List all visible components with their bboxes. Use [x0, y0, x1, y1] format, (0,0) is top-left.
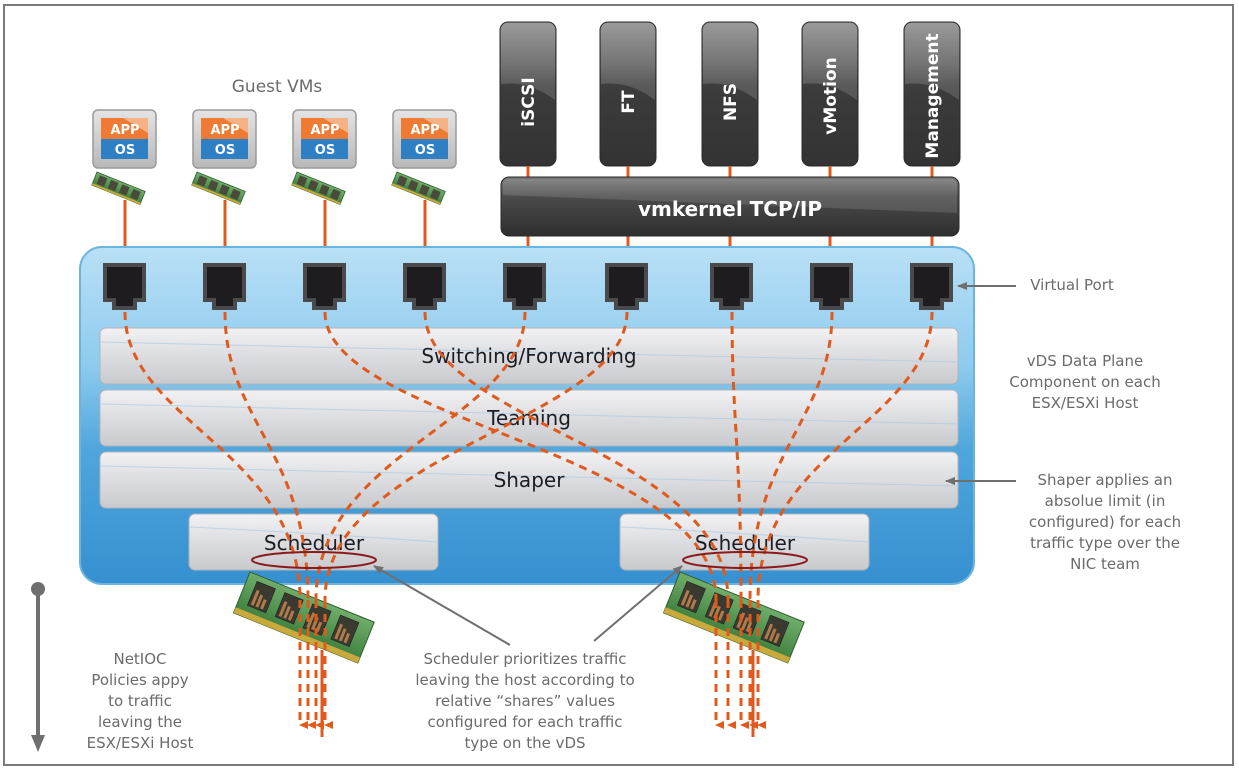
os-layer — [201, 139, 248, 159]
netioc-line: leaving the — [97, 713, 183, 731]
vm-os-label: OS — [215, 143, 235, 158]
service-label: Management — [923, 33, 943, 158]
vmkernel-service-vmotion: vMotion — [801, 21, 859, 167]
guest-vm: APP OS — [91, 109, 157, 205]
vmkernel-service-iscsi: iSCSI — [499, 21, 557, 167]
shaper-annotation: Shaper applies an absolue limit (in conf… — [1010, 470, 1200, 575]
vmkernel-services: iSCSI FT NFS vMotion Management — [499, 21, 961, 262]
guest-vm: APP OS — [191, 109, 257, 205]
traffic-path — [730, 311, 743, 601]
shaper-line: traffic type over the — [1030, 534, 1180, 552]
scheduler-line: configured for each traffic — [427, 713, 623, 731]
virtual-port — [503, 263, 546, 310]
vm-os-label: OS — [415, 143, 435, 158]
virtual-ports — [103, 263, 953, 310]
traffic-path — [423, 311, 730, 601]
vnic-card — [391, 171, 446, 205]
guest-vm: APP OS — [291, 109, 357, 205]
vm-os-label: OS — [315, 143, 335, 158]
virtual-port — [810, 263, 853, 310]
shaper-line: absolue limit (in — [1044, 492, 1166, 510]
virtual-port — [103, 263, 146, 310]
layer-teaming: Teaming — [99, 389, 959, 447]
vnic-card — [291, 171, 346, 205]
schedulers: Scheduler Scheduler — [188, 513, 870, 571]
uplink-nic — [662, 571, 805, 737]
layer-label: Switching/Forwarding — [421, 344, 636, 368]
traffic-path — [123, 311, 302, 601]
netioc-line: to traffic — [108, 692, 172, 710]
scheduler-line: Scheduler prioritizes traffic — [423, 650, 627, 668]
scheduler-annotation: Scheduler prioritizes traffic leaving th… — [380, 649, 670, 754]
vmkernel-service-nfs: NFS — [701, 21, 759, 167]
left-scheduler-ellipse — [251, 551, 377, 569]
vm-app-label: APP — [110, 123, 139, 138]
vnic-card — [91, 171, 146, 205]
layer-shaper: Shaper — [99, 451, 959, 509]
data-plane-annotation: vDS Data Plane Component on each ESX/ESX… — [990, 351, 1180, 414]
virtual-port — [303, 263, 346, 310]
right-scheduler-ellipse — [682, 551, 808, 569]
guest-vm: APP OS — [391, 109, 457, 205]
layer-switching-forwarding: Switching/Forwarding — [99, 327, 959, 385]
vmkernel-tcpip-bar: vmkernel TCP/IP — [500, 176, 960, 237]
virtual-port — [910, 263, 953, 310]
traffic-path — [756, 311, 934, 601]
left-scheduler-callout-arrow — [373, 565, 511, 646]
layer-label: Shaper — [494, 468, 566, 492]
layer-label: Teaming — [486, 406, 571, 430]
vmkernel-label: vmkernel TCP/IP — [638, 197, 822, 221]
shaper-line: configured) for each — [1028, 513, 1182, 531]
vmkernel-service-ft: FT — [599, 21, 657, 167]
scheduler-line: relative “shares” values — [435, 692, 615, 710]
service-label: vMotion — [821, 57, 841, 134]
data-plane-line: vDS Data Plane — [1026, 352, 1144, 370]
netioc-arrow-start-dot — [31, 582, 45, 596]
left-scheduler: Scheduler — [188, 513, 439, 571]
netioc-line: NetIOC — [113, 650, 167, 668]
traffic-path — [314, 311, 527, 601]
os-layer — [101, 139, 148, 159]
vmkernel-service-management: Management — [903, 21, 961, 167]
virtual-port — [403, 263, 446, 310]
netioc-annotation: NetIOC Policies appy to traffic leaving … — [60, 649, 220, 754]
vnic-card — [191, 171, 246, 205]
traffic-paths — [123, 311, 934, 729]
vm-os-label: OS — [115, 143, 135, 158]
guest-vm-group: APP OS APP OS APP OS APP OS — [91, 109, 457, 205]
netioc-arrow-head — [31, 735, 45, 752]
virtual-port — [605, 263, 648, 310]
traffic-path — [323, 311, 718, 601]
service-label: FT — [619, 90, 639, 114]
os-layer — [301, 139, 348, 159]
vm-app-label: APP — [210, 123, 239, 138]
service-label: NFS — [721, 83, 741, 121]
vm-app-label: APP — [310, 123, 339, 138]
data-plane-line: ESX/ESXi Host — [1031, 394, 1139, 412]
scheduler-line: type on the vDS — [464, 734, 586, 752]
right-scheduler-callout-arrow — [593, 565, 683, 642]
netioc-line: Policies appy — [91, 671, 189, 689]
virtual-port-annotation: Virtual Port — [1030, 276, 1114, 294]
scheduler-line: leaving the host according to — [415, 671, 635, 689]
service-label: iSCSI — [519, 77, 539, 126]
netioc-direction-arrow — [31, 582, 45, 752]
uplink-nic — [232, 571, 375, 737]
data-plane-line: Component on each — [1009, 373, 1161, 391]
virtual-port — [203, 263, 246, 310]
traffic-path — [323, 311, 629, 601]
virtual-port — [710, 263, 753, 310]
shaper-line: NIC team — [1070, 555, 1140, 573]
guest-vms-label: Guest VMs — [232, 77, 323, 97]
netioc-line: ESX/ESXi Host — [86, 734, 194, 752]
os-layer — [401, 139, 448, 159]
vm-app-label: APP — [410, 123, 439, 138]
shaper-line: Shaper applies an — [1037, 471, 1173, 489]
right-scheduler: Scheduler — [619, 513, 870, 571]
